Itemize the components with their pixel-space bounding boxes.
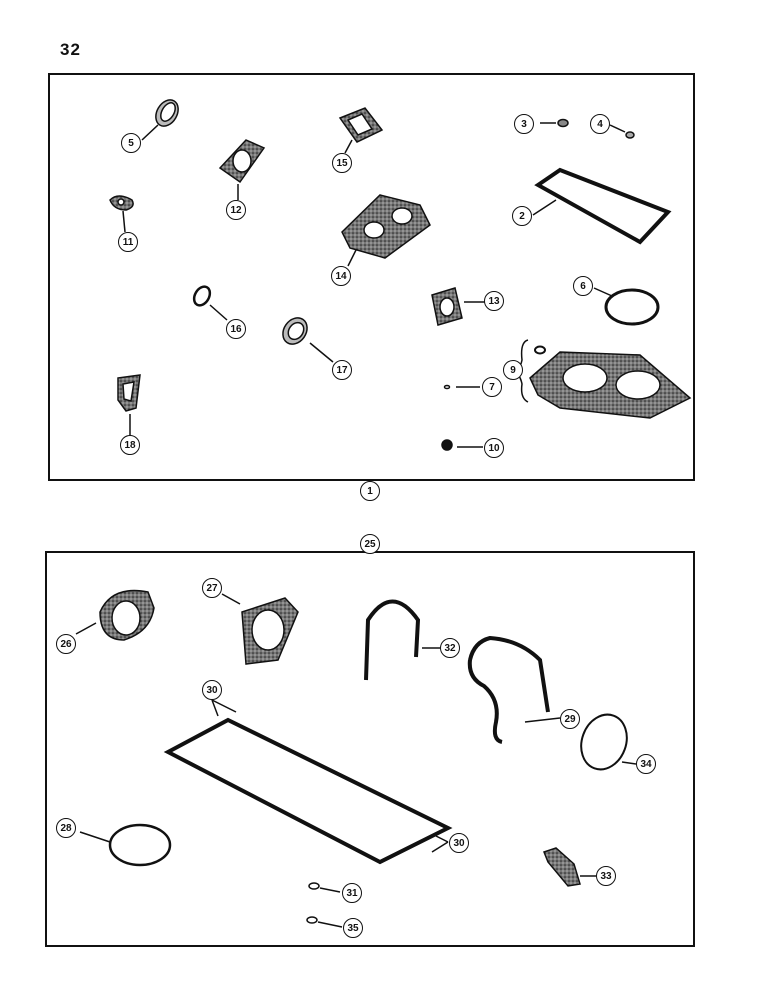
- callout-13: 13: [484, 291, 506, 313]
- callout-5: 5: [121, 133, 143, 155]
- callout-28: 28: [56, 818, 78, 840]
- callout-15: 15: [332, 153, 354, 175]
- part-10-plug: [441, 439, 483, 451]
- callout-1: 1: [360, 481, 382, 503]
- callout-30-upper: 30: [202, 680, 224, 702]
- part-18-gasket: [117, 374, 141, 435]
- part-31: [308, 882, 341, 893]
- callout-30-lower: 30: [449, 833, 471, 855]
- callout-9: 9: [503, 360, 525, 382]
- part-33-gasket: [543, 847, 596, 887]
- part-17-seal: [282, 317, 334, 363]
- callout-6: 6: [573, 276, 595, 298]
- callout-14: 14: [331, 266, 353, 288]
- callout-3: 3: [514, 114, 536, 136]
- part-6-oring: [593, 287, 660, 326]
- callout-35: 35: [343, 918, 365, 940]
- part-5-seal: [141, 99, 179, 141]
- callout-2: 2: [512, 206, 534, 228]
- part-34-oring: [580, 713, 637, 771]
- callout-34: 34: [636, 754, 658, 776]
- page-number: 32: [60, 40, 81, 59]
- part-14-gasket: [341, 194, 431, 267]
- callout-25: 25: [360, 534, 382, 556]
- part-7: [443, 384, 480, 390]
- part-30-gasket: [163, 699, 453, 865]
- callout-29: 29: [560, 709, 582, 731]
- part-9-gasket: [511, 339, 692, 419]
- callout-11: 11: [118, 232, 140, 254]
- callout-33: 33: [596, 866, 618, 888]
- callout-27: 27: [202, 578, 224, 600]
- part-3-washer: [540, 118, 569, 128]
- part-12-gasket: [218, 139, 266, 200]
- part-28-oring: [79, 823, 172, 867]
- callout-10: 10: [484, 438, 506, 460]
- part-11-gasket: [109, 195, 134, 233]
- callout-7: 7: [482, 377, 504, 399]
- callout-32: 32: [440, 638, 462, 660]
- callout-18: 18: [120, 435, 142, 457]
- part-16-oring: [192, 285, 228, 321]
- part-4-washer: [609, 124, 635, 139]
- callout-31: 31: [342, 883, 364, 905]
- part-27-gasket: [221, 593, 299, 665]
- part-32-gasket: [364, 599, 440, 681]
- kit-1-panel: [48, 73, 695, 481]
- part-35: [306, 916, 343, 928]
- part-29-gasket: [467, 635, 561, 744]
- callout-17: 17: [332, 360, 354, 382]
- callout-12: 12: [226, 200, 248, 222]
- callout-16: 16: [226, 319, 248, 341]
- callout-26: 26: [56, 634, 78, 656]
- part-26-gasket: [75, 589, 155, 641]
- part-13-gasket: [431, 287, 485, 326]
- callout-4: 4: [590, 114, 612, 136]
- part-2-gasket: [532, 167, 672, 245]
- part-15-gasket: [338, 107, 384, 154]
